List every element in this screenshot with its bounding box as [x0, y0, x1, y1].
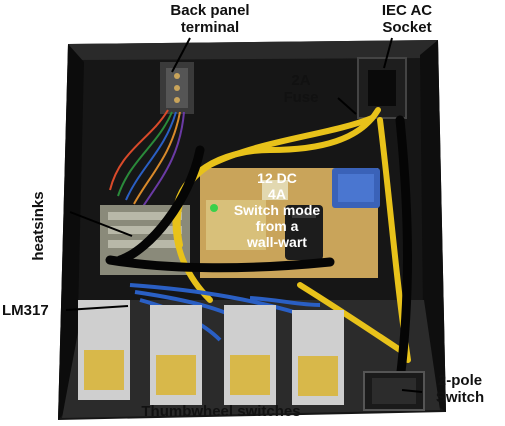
- back-panel-terminal: [160, 62, 194, 114]
- label-back-panel-terminal-line1: Back panel: [170, 2, 250, 19]
- label-heatsinks: heatsinks: [30, 191, 47, 261]
- label-back-panel-terminal-line2: terminal: [180, 19, 240, 36]
- label-iec-ac-socket-line1: IEC AC: [381, 2, 433, 19]
- label-iec-ac-socket-line2: Socket: [382, 19, 432, 36]
- thumbwheel-switches: [78, 300, 344, 405]
- iec-ac-socket: [357, 57, 407, 119]
- label-two-pole-switch-line1: 2-pole: [437, 372, 483, 389]
- label-power-supply-line3: Switch mode: [233, 202, 321, 218]
- label-back-panel-terminal: Back panel terminal: [150, 2, 270, 36]
- label-thumbwheel-switches: Thumbwheel switches: [141, 403, 301, 420]
- label-two-pole-switch-line2: Switch: [435, 389, 485, 406]
- label-two-pole-switch: 2-pole Switch: [420, 372, 500, 406]
- signal-wires: [109, 109, 185, 209]
- label-fuse-line2: Fuse: [283, 89, 319, 106]
- label-fuse-line1: 2A: [291, 72, 311, 89]
- label-lm317: LM317: [2, 302, 49, 319]
- blue-relay: [332, 168, 380, 208]
- label-power-supply-line5: wall-wart: [247, 234, 307, 250]
- black-cables: [105, 115, 412, 385]
- label-power-supply: 12 DC 4A Switch mode from a wall-wart: [222, 170, 332, 250]
- label-fuse: 2A Fuse: [266, 72, 336, 106]
- label-power-supply-line1: 12 DC: [257, 170, 297, 186]
- label-iec-ac-socket: IEC AC Socket: [362, 2, 452, 36]
- label-power-supply-line4: from a: [255, 218, 299, 234]
- label-power-supply-line2: 4A: [268, 186, 286, 202]
- annotation-pointers: [65, 37, 423, 393]
